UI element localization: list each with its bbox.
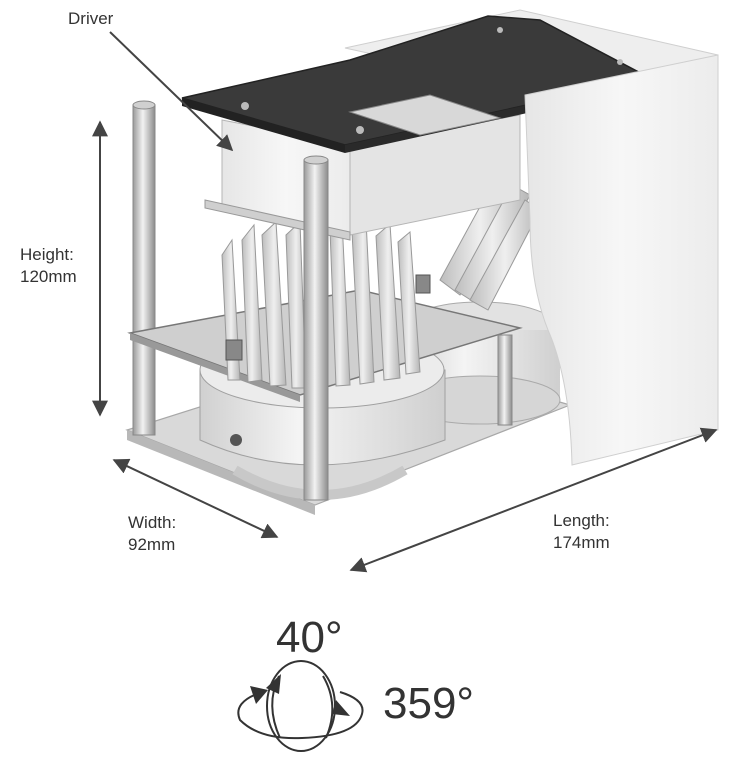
length-label-value: 174mm [553, 533, 610, 552]
tilt-angle-label: 40° [276, 613, 343, 662]
heatsink-fins [221, 218, 421, 389]
rod-left-back [132, 104, 156, 436]
height-label: Height: 120mm [20, 244, 77, 288]
width-label-title: Width: [128, 513, 177, 532]
rod-front-right [497, 334, 513, 426]
height-label-value: 120mm [20, 267, 77, 286]
length-arrow [349, 427, 718, 573]
clip-right [415, 274, 431, 294]
rotation-icon [237, 660, 364, 752]
driver-label: Driver [68, 8, 113, 30]
top-plate-window [348, 94, 502, 136]
height-label-title: Height: [20, 245, 74, 264]
length-label: Length: 174mm [553, 510, 610, 554]
heatsink-back [439, 169, 541, 311]
width-label: Width: 92mm [128, 512, 176, 556]
width-arrow [112, 458, 279, 539]
luminaire-body [125, 9, 719, 515]
clip-left [225, 339, 243, 361]
spin-arrow-icon [237, 691, 364, 740]
length-label-title: Length: [553, 511, 610, 530]
rod-front-left [303, 159, 329, 501]
width-label-value: 92mm [128, 535, 176, 554]
spin-angle-label: 359° [383, 679, 475, 728]
driver-label-text: Driver [68, 9, 114, 28]
driver-pointer-arrow [109, 31, 234, 152]
